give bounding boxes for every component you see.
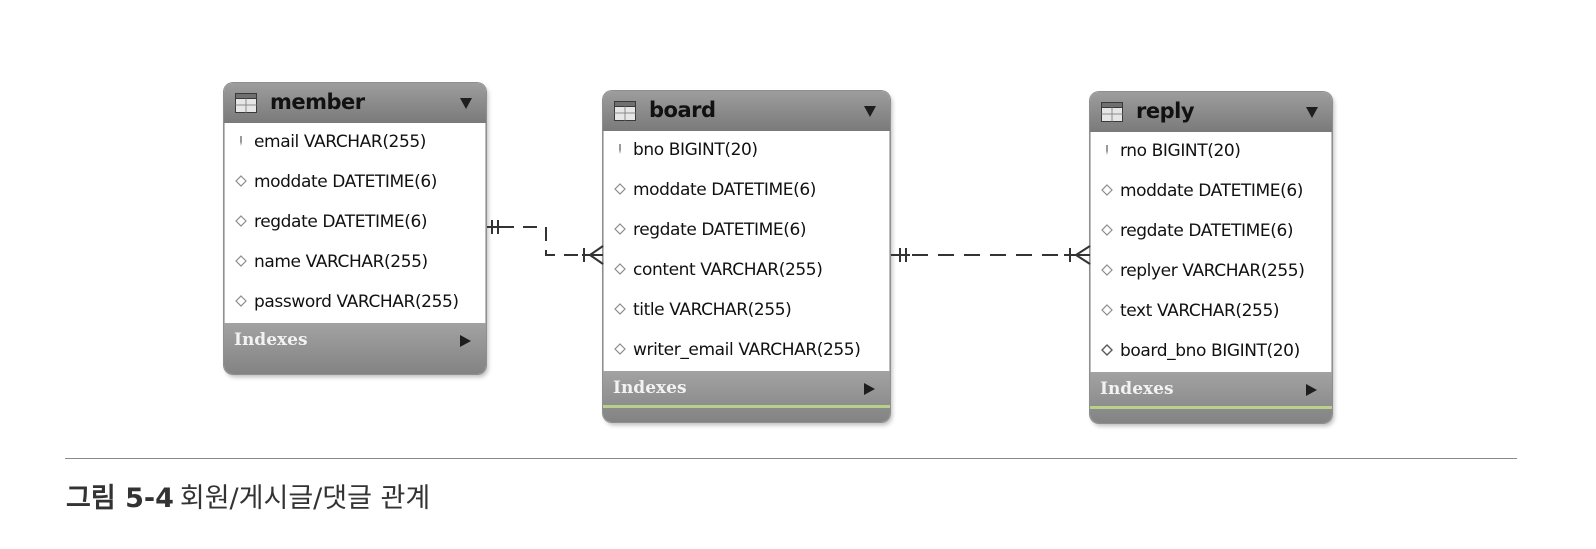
diamond-icon: [1101, 304, 1113, 316]
entity-board[interactable]: board bno BIGINT(20) moddate DATETIME(6)…: [603, 91, 890, 422]
column-name: moddate DATETIME(6): [1120, 181, 1304, 201]
column-row[interactable]: regdate DATETIME(6): [1091, 212, 1331, 252]
column-row[interactable]: content VARCHAR(255): [604, 251, 889, 291]
caption-label: 그림 5-4: [66, 483, 174, 514]
column-name: content VARCHAR(255): [633, 260, 823, 280]
entity-member[interactable]: member email VARCHAR(255) moddate DATETI…: [224, 83, 486, 374]
divider: [1090, 406, 1332, 409]
table-icon: [235, 93, 257, 113]
diamond-icon: [235, 295, 247, 307]
column-row[interactable]: regdate DATETIME(6): [225, 203, 485, 243]
column-name: regdate DATETIME(6): [633, 220, 807, 240]
entity-reply[interactable]: reply rno BIGINT(20) moddate DATETIME(6)…: [1090, 92, 1332, 423]
indexes-section[interactable]: Indexes: [603, 371, 890, 422]
entity-title: member: [270, 90, 365, 114]
key-icon: [240, 136, 242, 146]
table-icon: [1101, 102, 1123, 122]
dashed-connector: [500, 226, 582, 256]
crows-foot-mark: [1075, 245, 1091, 265]
column-name: name VARCHAR(255): [254, 252, 428, 272]
diamond-icon: [235, 175, 247, 187]
diamond-icon: [614, 343, 626, 355]
indexes-label: Indexes: [234, 330, 308, 350]
triangle-down-icon[interactable]: [1304, 104, 1320, 120]
triangle-down-icon[interactable]: [862, 103, 878, 119]
entity-title: reply: [1136, 99, 1195, 123]
indexes-section[interactable]: Indexes: [224, 323, 486, 374]
column-row[interactable]: moddate DATETIME(6): [225, 163, 485, 203]
table-icon: [614, 101, 636, 121]
column-name: moddate DATETIME(6): [254, 172, 438, 192]
column-name: password VARCHAR(255): [254, 292, 459, 312]
diamond-icon: [614, 263, 626, 275]
triangle-right-icon[interactable]: [1304, 382, 1318, 398]
relationship-board-reply[interactable]: [891, 245, 1091, 265]
column-name: moddate DATETIME(6): [633, 180, 817, 200]
column-row[interactable]: rno BIGINT(20): [1091, 132, 1331, 172]
indexes-label: Indexes: [1100, 379, 1174, 399]
key-icon: [619, 144, 621, 154]
diamond-icon: [1101, 264, 1113, 276]
column-name: regdate DATETIME(6): [254, 212, 428, 232]
caption-divider: [65, 458, 1517, 459]
diamond-icon: [614, 303, 626, 315]
key-icon: [1106, 145, 1108, 155]
column-row[interactable]: title VARCHAR(255): [604, 291, 889, 331]
column-list: email VARCHAR(255) moddate DATETIME(6) r…: [224, 123, 486, 323]
column-name: writer_email VARCHAR(255): [633, 340, 861, 360]
column-row[interactable]: regdate DATETIME(6): [604, 211, 889, 251]
column-row[interactable]: replyer VARCHAR(255): [1091, 252, 1331, 292]
crows-foot-mark: [589, 245, 604, 265]
column-name: email VARCHAR(255): [254, 132, 427, 152]
entity-header[interactable]: member: [224, 83, 486, 123]
column-row[interactable]: moddate DATETIME(6): [1091, 172, 1331, 212]
column-list: bno BIGINT(20) moddate DATETIME(6) regda…: [603, 131, 890, 371]
diamond-icon: [614, 183, 626, 195]
caption-text: 회원/게시글/댓글 관계: [179, 483, 431, 514]
column-name: text VARCHAR(255): [1120, 301, 1280, 321]
column-name: title VARCHAR(255): [633, 300, 792, 320]
diamond-icon: [235, 255, 247, 267]
entity-header[interactable]: reply: [1090, 92, 1332, 132]
entity-title: board: [649, 98, 716, 122]
indexes-section[interactable]: Indexes: [1090, 372, 1332, 423]
column-name: regdate DATETIME(6): [1120, 221, 1294, 241]
column-name: replyer VARCHAR(255): [1120, 261, 1305, 281]
foreign-key-diamond-icon: [1101, 344, 1113, 356]
entity-header[interactable]: board: [603, 91, 890, 131]
column-name: rno BIGINT(20): [1120, 141, 1241, 161]
column-name: board_bno BIGINT(20): [1120, 341, 1300, 361]
column-row[interactable]: writer_email VARCHAR(255): [604, 331, 889, 371]
triangle-right-icon[interactable]: [862, 381, 876, 397]
diamond-icon: [614, 223, 626, 235]
triangle-right-icon[interactable]: [458, 333, 472, 349]
triangle-down-icon[interactable]: [458, 95, 474, 111]
divider: [603, 405, 890, 408]
diamond-icon: [1101, 224, 1113, 236]
diamond-icon: [1101, 184, 1113, 196]
column-row[interactable]: bno BIGINT(20): [604, 131, 889, 171]
column-name: bno BIGINT(20): [633, 140, 758, 160]
diamond-icon: [235, 215, 247, 227]
indexes-label: Indexes: [613, 378, 687, 398]
column-row[interactable]: moddate DATETIME(6): [604, 171, 889, 211]
column-row[interactable]: board_bno BIGINT(20): [1091, 332, 1331, 372]
column-row[interactable]: text VARCHAR(255): [1091, 292, 1331, 332]
relationship-member-board[interactable]: [487, 220, 604, 265]
column-row[interactable]: password VARCHAR(255): [225, 283, 485, 323]
column-row[interactable]: email VARCHAR(255): [225, 123, 485, 163]
column-row[interactable]: name VARCHAR(255): [225, 243, 485, 283]
column-list: rno BIGINT(20) moddate DATETIME(6) regda…: [1090, 132, 1332, 372]
